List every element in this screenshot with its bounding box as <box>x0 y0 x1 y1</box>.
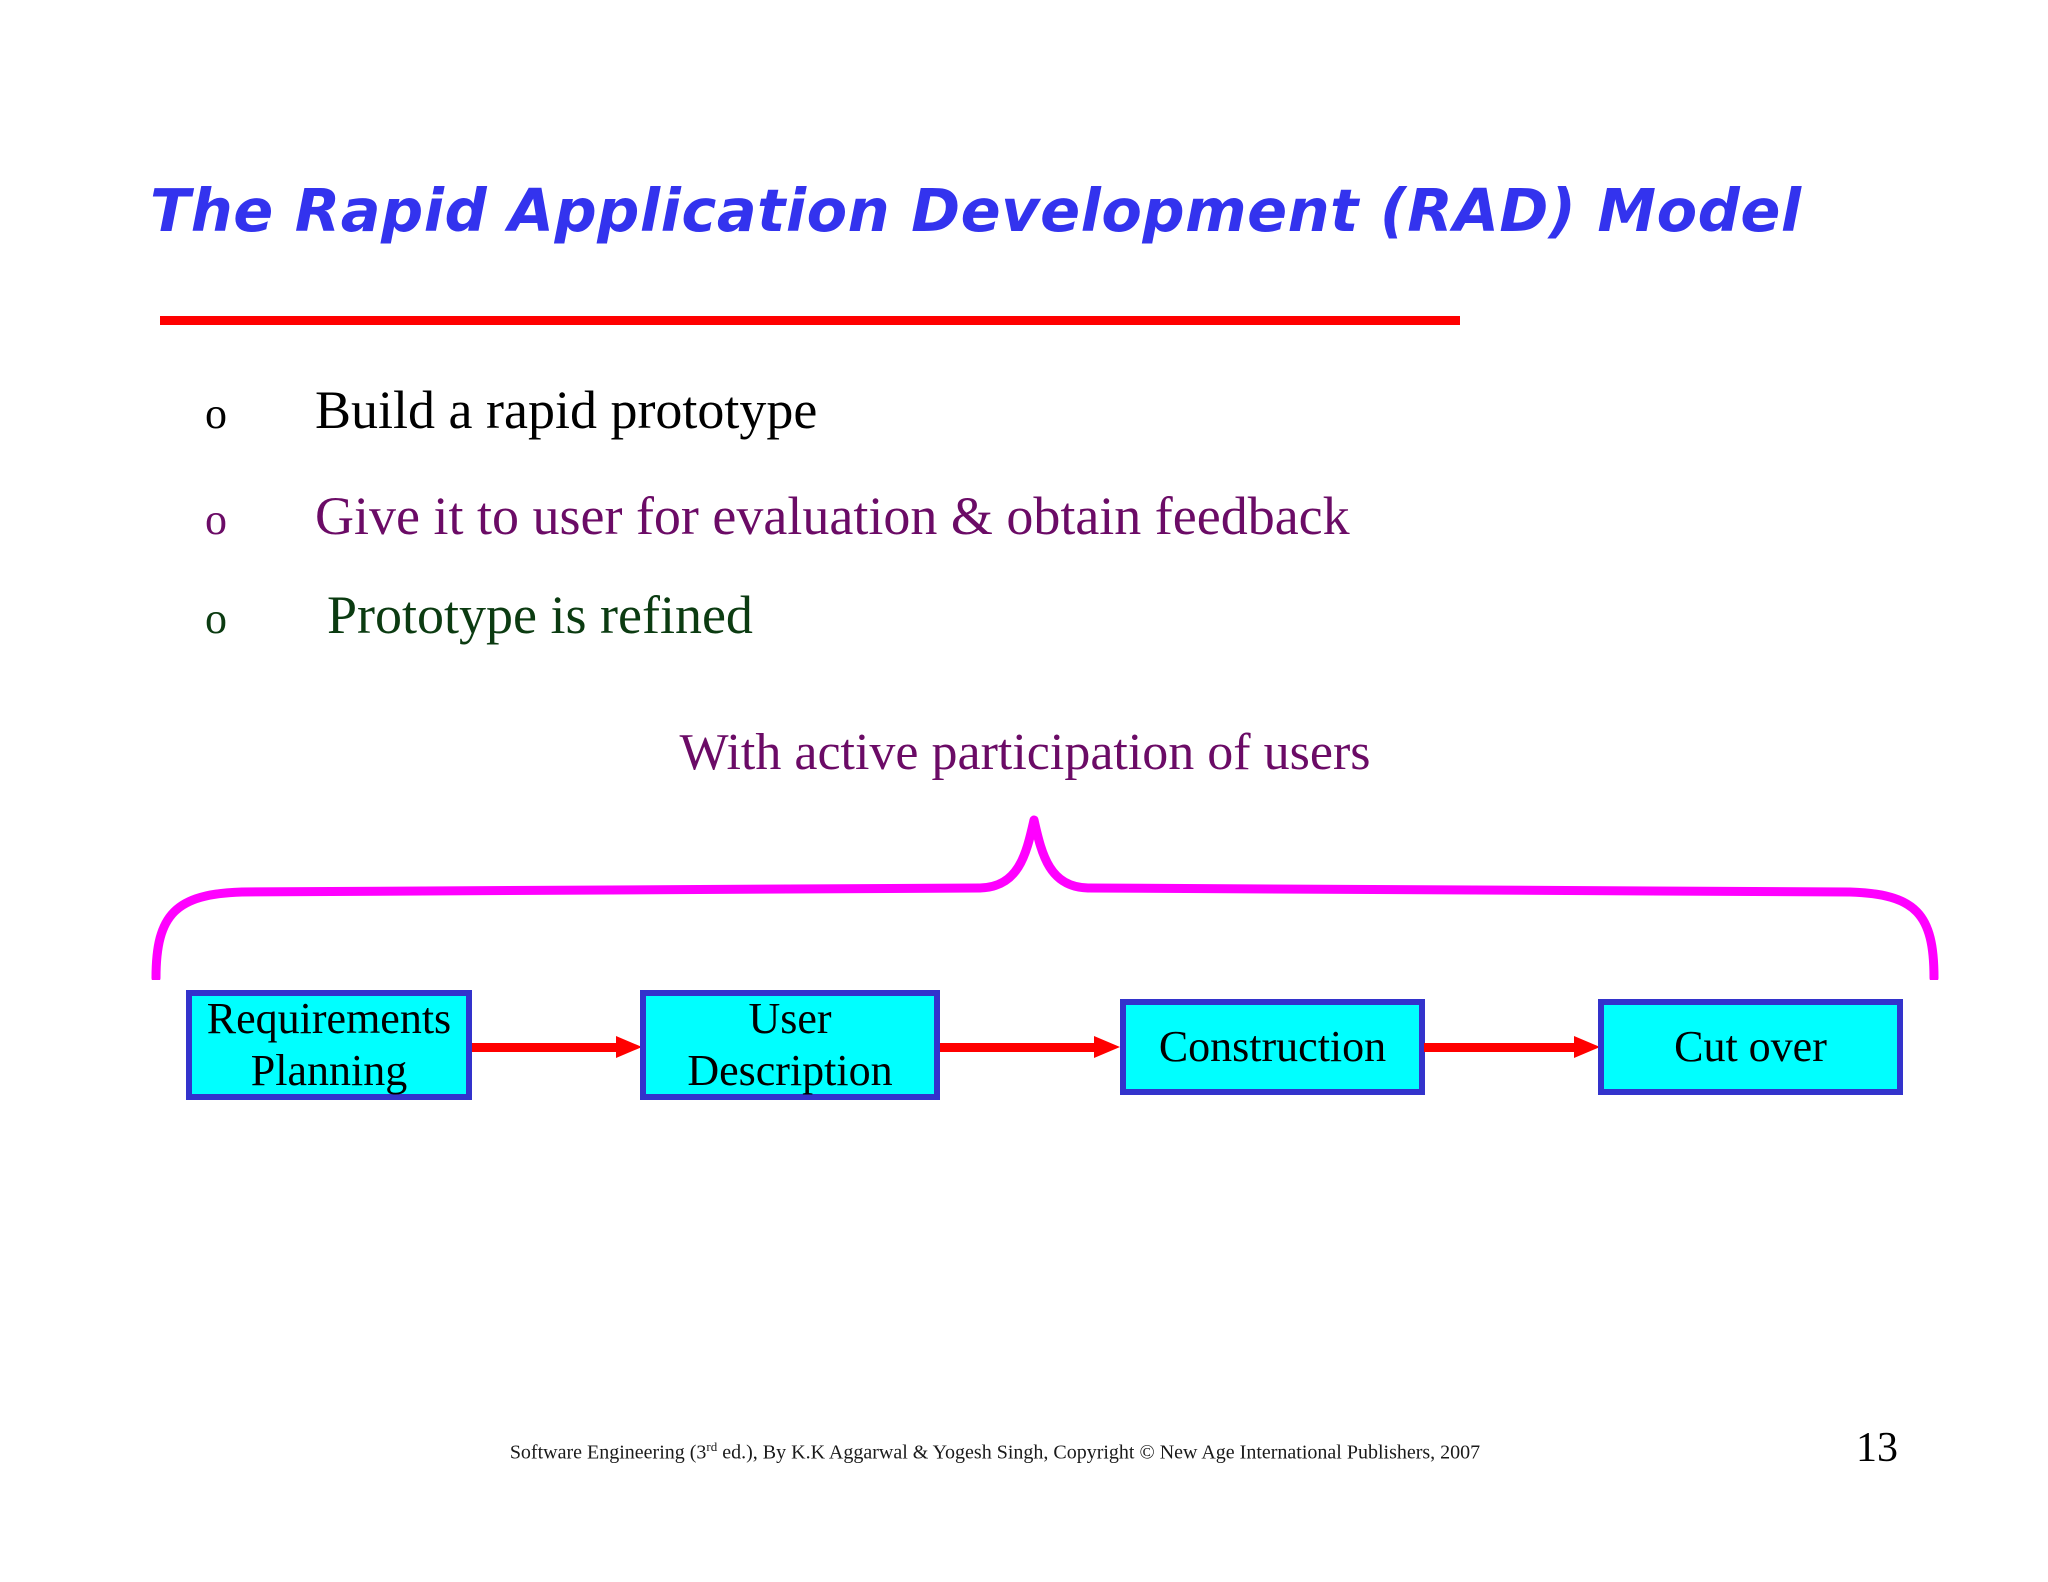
bullet-item-3: o Prototype is refined <box>205 585 753 649</box>
title-underline-rule <box>160 316 1460 325</box>
arrow-head-icon <box>1094 1036 1120 1058</box>
bullet-text: Prototype is refined <box>327 585 753 645</box>
arrow-head-icon <box>616 1036 642 1058</box>
bullet-marker: o <box>205 495 227 544</box>
flow-arrow-2 <box>940 1036 1120 1058</box>
process-box-cut-over[interactable]: Cut over <box>1598 999 1903 1095</box>
page-number: 13 <box>1856 1425 1898 1471</box>
flow-arrow-3 <box>1424 1036 1600 1058</box>
footer-credit-ordinal: rd <box>706 1439 718 1454</box>
page-title: The Rapid Application Development (RAD) … <box>150 176 1802 245</box>
process-box-label: Construction <box>1158 1022 1387 1071</box>
brace-caption-text: With active participation of users <box>679 724 1371 781</box>
curly-brace-annotation <box>150 810 1940 980</box>
footer-credit-after: ed.), By K.K Aggarwal & Yogesh Singh, Co… <box>717 1441 1481 1464</box>
arrow-head-icon <box>1574 1036 1600 1058</box>
bullet-marker: o <box>205 594 227 643</box>
bullet-text: Give it to user for evaluation & obtain … <box>315 486 1350 546</box>
arrow-shaft <box>1424 1043 1576 1052</box>
process-box-construction[interactable]: Construction <box>1120 999 1425 1095</box>
process-box-label: Cut over <box>1674 1022 1827 1071</box>
footer-credit: Software Engineering (3rd ed.), By K.K A… <box>0 1433 1990 1467</box>
bullet-item-2: o Give it to user for evaluation & obtain… <box>205 486 1350 550</box>
footer-credit-before: Software Engineering (3 <box>509 1441 707 1464</box>
arrow-shaft <box>472 1043 618 1052</box>
bullet-marker: o <box>205 389 227 438</box>
curly-brace-icon <box>151 815 1939 980</box>
flow-arrow-1 <box>472 1036 642 1058</box>
arrow-shaft <box>940 1043 1096 1052</box>
bullet-item-1: o Build a rapid prototype <box>205 380 817 444</box>
bullet-text: Build a rapid prototype <box>315 380 818 440</box>
